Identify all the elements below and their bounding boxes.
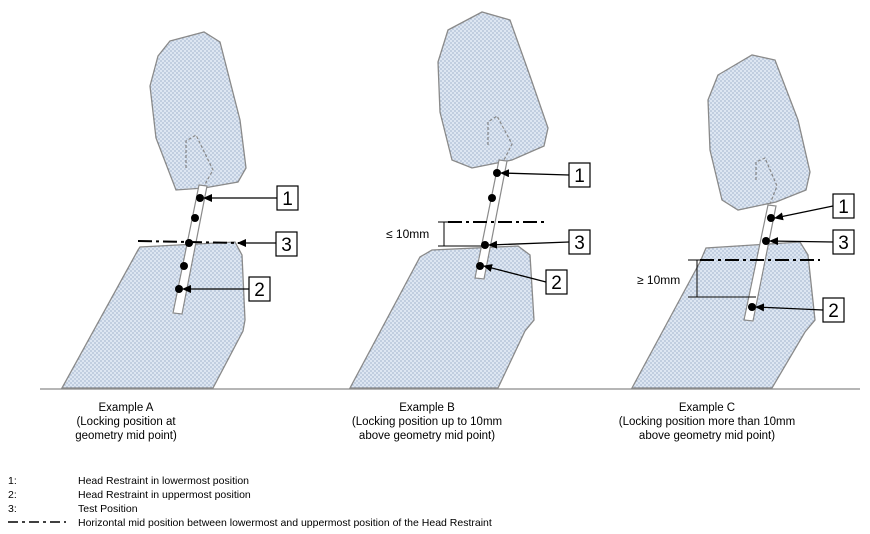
position-dot-a-mid	[191, 214, 199, 222]
stem-top-b	[487, 115, 513, 163]
callout-a1: 1	[282, 189, 293, 210]
arrow-b1	[500, 169, 570, 178]
legend-text-2: Head Restraint in uppermost position	[78, 489, 251, 501]
example-b-figure: ≤ 10mm 1 3 2	[348, 11, 591, 389]
position-dot-c1	[767, 214, 775, 222]
caption-c: Example C (Locking position more than 10…	[619, 402, 795, 442]
caption-a: Example A (Locking position at geometry …	[75, 402, 177, 442]
legend-key-1: 1:	[8, 475, 17, 487]
legend-text-3: Test Position	[78, 503, 138, 515]
caption-line-b2: above geometry mid point)	[359, 430, 495, 442]
headrest-c	[707, 54, 811, 211]
position-dot-b2	[476, 262, 484, 270]
callout-c3: 3	[838, 233, 849, 254]
arrow-c2	[755, 303, 824, 312]
caption-line-c1: (Locking position more than 10mm	[619, 416, 795, 428]
headrest-b	[437, 11, 549, 169]
callout-c1: 1	[838, 197, 849, 218]
stem-b	[474, 159, 508, 280]
position-dot-c2	[748, 303, 756, 311]
arrow-b3	[488, 240, 570, 249]
position-dot-a-low	[180, 262, 188, 270]
position-dot-c3	[762, 237, 770, 245]
dimension-label-b: ≤ 10mm	[386, 227, 429, 241]
callout-box-c2	[822, 297, 845, 323]
seatback-a	[60, 241, 246, 389]
callout-b2: 2	[551, 273, 562, 294]
callout-box-a2	[248, 276, 271, 302]
legend-key-3: 3:	[8, 503, 17, 515]
caption-line-a1: (Locking position at	[76, 416, 176, 428]
callout-a3: 3	[281, 235, 292, 256]
dimension-label-c: ≥ 10mm	[637, 273, 680, 287]
position-dot-b-mid	[488, 194, 496, 202]
stem-c	[743, 204, 777, 322]
caption-b: Example B (Locking position up to 10mm a…	[352, 402, 502, 442]
callout-box-b3	[568, 229, 591, 255]
caption-line-a2: geometry mid point)	[75, 430, 177, 442]
headrest-a	[149, 31, 247, 191]
callout-c2: 2	[828, 301, 839, 322]
example-a-figure: 1 3 2	[60, 31, 299, 389]
position-dot-b3	[481, 241, 489, 249]
callout-box-a3	[275, 231, 298, 257]
callout-box-a1	[276, 185, 299, 211]
callout-box-b2	[545, 269, 568, 295]
callout-b1: 1	[574, 166, 585, 187]
caption-line-b1: (Locking position up to 10mm	[352, 416, 502, 428]
caption-title-a: Example A	[99, 402, 154, 414]
caption-title-c: Example C	[679, 402, 735, 414]
legend-text-4: Horizontal mid position between lowermos…	[78, 517, 492, 529]
example-c-figure: ≥ 10mm 1 3 2	[630, 54, 855, 389]
position-dot-a3	[185, 239, 193, 247]
arrow-b2	[483, 264, 547, 283]
caption-title-b: Example B	[399, 402, 455, 414]
callout-b3: 3	[574, 233, 585, 254]
callout-a2: 2	[254, 280, 265, 301]
legend-text-1: Head Restraint in lowermost position	[78, 475, 249, 487]
callout-box-b1	[568, 162, 591, 188]
arrow-c3	[769, 237, 834, 246]
caption-line-c2: above geometry mid point)	[639, 430, 775, 442]
arrow-c1	[774, 205, 834, 221]
position-dot-b1	[493, 169, 501, 177]
position-dot-a1	[196, 194, 204, 202]
position-dot-a2	[175, 285, 183, 293]
legend: 1: Head Restraint in lowermost position …	[8, 475, 492, 529]
callout-box-c3	[832, 229, 855, 255]
stem-top-c	[755, 157, 778, 205]
seatback-c	[630, 241, 816, 389]
callout-box-c1	[832, 193, 855, 219]
stem-top-a	[185, 134, 214, 187]
seatback-b	[348, 245, 535, 389]
legend-key-2: 2:	[8, 489, 17, 501]
